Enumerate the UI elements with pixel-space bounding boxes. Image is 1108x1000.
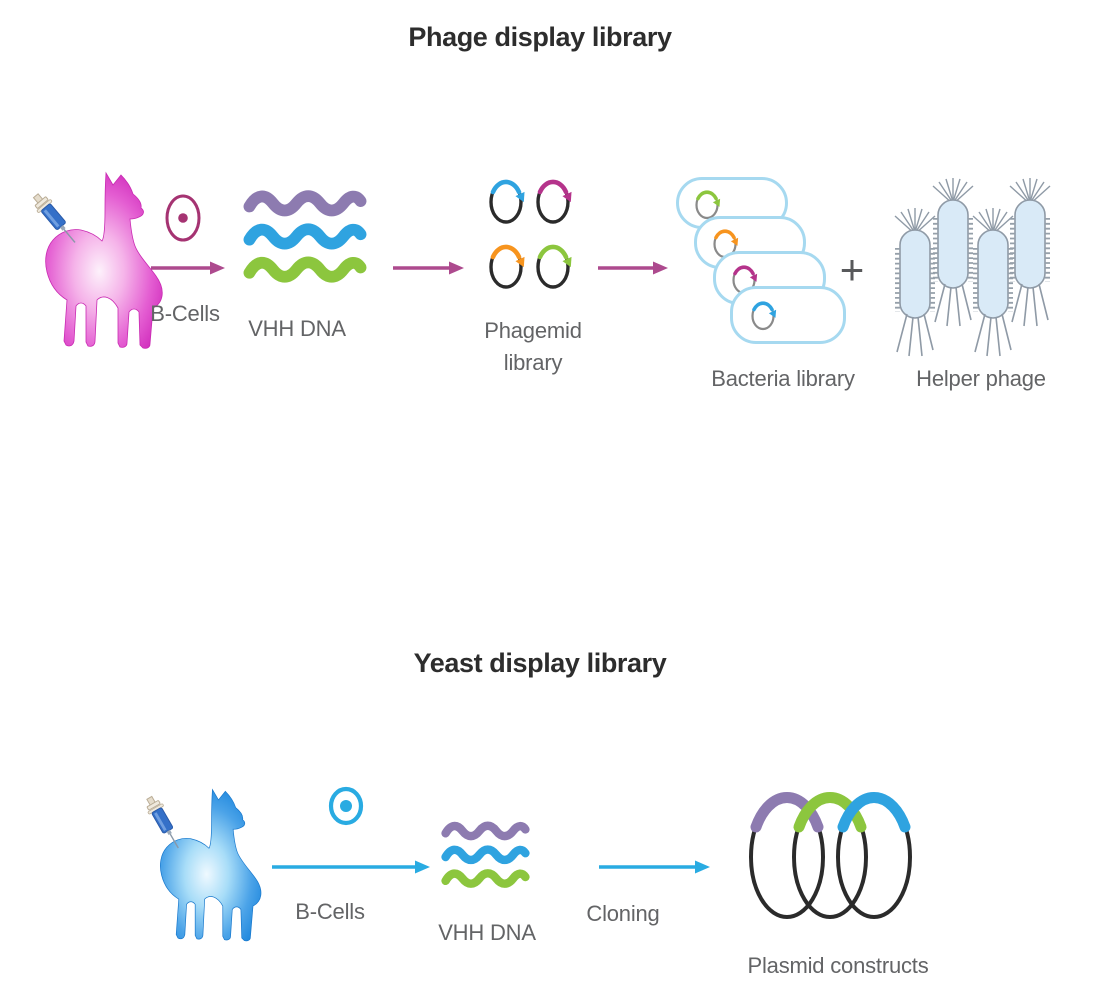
cloning-label: Cloning (586, 901, 660, 926)
arrow-cloning (599, 860, 710, 874)
plasmid-ring-blue-icon (751, 301, 777, 331)
phagemid-circle-orange (489, 244, 525, 289)
phagemid-label-line1: Phagemid (484, 318, 582, 343)
bacteria-library-label: Bacteria library (711, 366, 855, 391)
phagemid-label-line2: library (503, 350, 563, 375)
bacterium-cell-4 (730, 286, 846, 344)
vhh-dna-waves-bottom (441, 820, 530, 891)
arrow-bcells-to-vhh-bottom (272, 860, 430, 874)
b-cell-icon (165, 194, 201, 242)
b-cells-label-bottom: B-Cells (295, 899, 365, 924)
phagemid-circle-blue (489, 179, 525, 224)
b-cells-label-top: B-Cells (150, 301, 220, 326)
phagemid-circle-green (536, 244, 572, 289)
phagemid-circle-magenta (536, 179, 572, 224)
helper-phage-label: Helper phage (916, 366, 1046, 391)
arrow-bcells-to-vhh (151, 261, 225, 275)
arrow-vhh-to-phagemid (393, 261, 464, 275)
b-cell-icon-bottom (328, 786, 364, 826)
yeast-section-title: Yeast display library (413, 648, 667, 678)
vhh-dna-label-bottom: VHH DNA (438, 920, 536, 945)
phage-section-title: Phage display library (408, 22, 672, 52)
alpaca-blue-illustration (159, 789, 262, 942)
vhh-dna-waves-top (243, 188, 367, 287)
plus-sign: + (839, 246, 865, 293)
arrow-phagemid-to-bacteria (598, 261, 668, 275)
plasmid-constructs-label: Plasmid constructs (747, 953, 929, 978)
vhh-dna-label-top: VHH DNA (248, 316, 346, 341)
helper-phage-illustration (880, 178, 1062, 360)
plasmid-constructs-illustration (749, 792, 912, 919)
